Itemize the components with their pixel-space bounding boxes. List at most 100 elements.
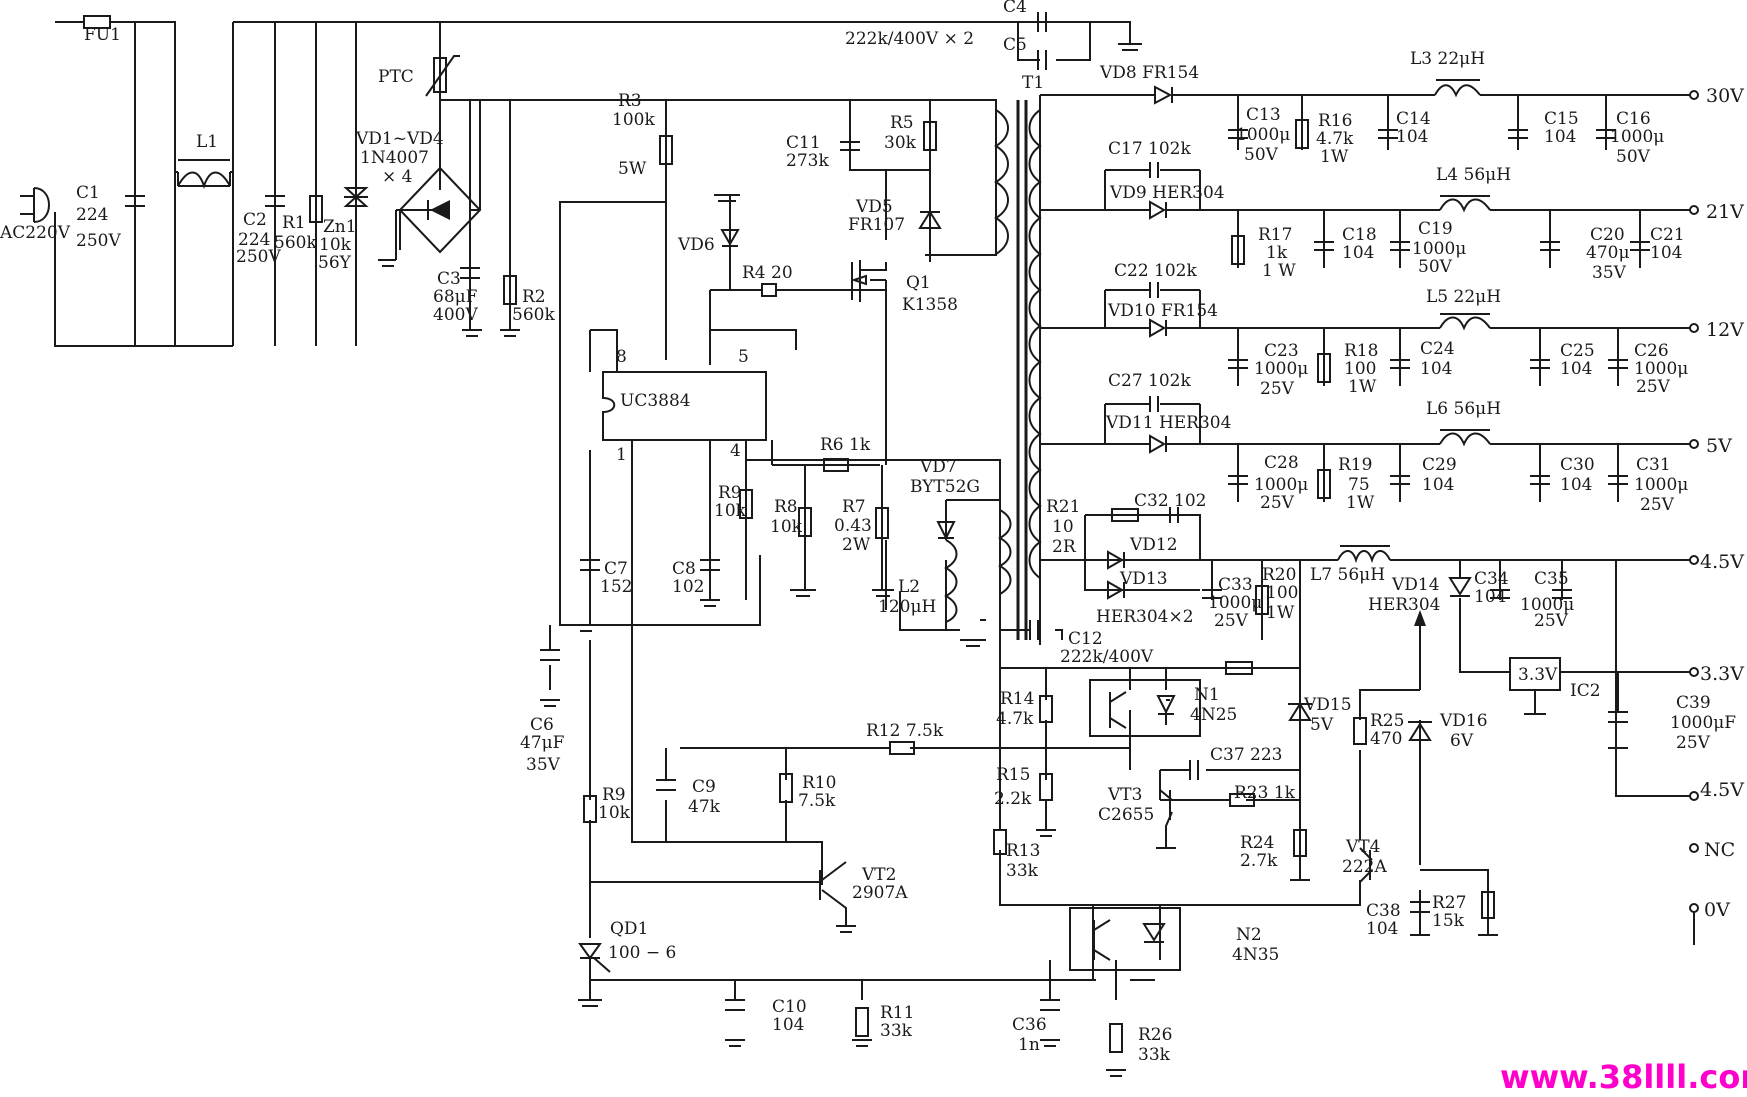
labels-c11b: 273k [786, 151, 829, 171]
labels-c2b: 224 [238, 230, 270, 250]
capacitor-c4 [1037, 12, 1047, 32]
labels-ptc: PTC [378, 67, 414, 87]
labels-znc: 56Y [318, 253, 352, 273]
component-labels: FU1AC220VC1224250VL1C2224250VR1560kZn110… [0, 0, 1736, 1065]
labels-l2a: L2 [898, 577, 920, 597]
labels-c9b: 47k [688, 797, 721, 817]
labels-r5a: R5 [890, 113, 914, 133]
resistor-r18 [1317, 353, 1331, 383]
labels-r3c: 5W [618, 159, 647, 179]
labels-c16a: C16 [1616, 109, 1651, 129]
labels-c26b: 1000μ [1634, 359, 1688, 379]
winding-secondary [1028, 109, 1042, 579]
capacitor-c27 [1149, 396, 1159, 412]
resistor-r2 [503, 275, 517, 305]
labels-r10b: 7.5k [798, 791, 836, 811]
labels-her2: HER304×2 [1096, 607, 1194, 627]
labels-r4: R4 20 [742, 263, 793, 283]
resistor-r26 [1109, 1023, 1123, 1053]
labels-r19c: 1W [1346, 493, 1375, 513]
labels-c13b: 1000μ [1236, 125, 1290, 145]
labels-c21a: C21 [1650, 225, 1685, 245]
capacitor-c17 [1149, 162, 1159, 178]
labels-q1b: K1358 [902, 295, 958, 315]
labels-t1: T1 [1022, 73, 1044, 93]
labels-c33b: 1000μ [1208, 593, 1262, 613]
output-terminals[interactable] [1689, 90, 1699, 945]
labels-r17c: 1 W [1262, 261, 1296, 281]
resistor-r6 [823, 458, 849, 472]
resistor-r4 [761, 283, 777, 297]
labels-vd7b: BYT52G [910, 477, 980, 497]
labels-c28c: 25V [1260, 493, 1295, 513]
capacitor-c3 [460, 267, 480, 279]
labels-r17a: R17 [1258, 225, 1292, 245]
labels-c18b: 104 [1342, 243, 1374, 263]
outputs-v30: 30V [1706, 85, 1744, 107]
labels-vt2a: VT2 [861, 865, 896, 885]
labels-c24b: 104 [1420, 359, 1452, 379]
labels-c36a: C36 [1012, 1015, 1047, 1035]
labels-l5: L5 22μH [1426, 287, 1501, 307]
resistor-r5 [923, 121, 937, 151]
labels-c39a: C39 [1676, 693, 1711, 713]
labels-c1b: 224 [76, 205, 108, 225]
diode-vd6 [720, 229, 740, 247]
labels-r6: R6 1k [820, 435, 871, 455]
diode-vd5 [918, 210, 942, 229]
labels-r9la: R9 [602, 785, 626, 805]
labels-vd10: VD10 FR154 [1107, 301, 1218, 321]
labels-q1a: Q1 [906, 273, 931, 293]
labels-ic2v: 3.3V [1518, 665, 1558, 685]
labels-r8b: 10k [770, 517, 803, 537]
labels-r3a: R3 [618, 91, 642, 111]
labels-p5: 5 [738, 347, 749, 367]
outputs-v33: 3.3V [1700, 663, 1744, 685]
labels-r7a: R7 [842, 497, 866, 517]
resistor-r17 [1231, 235, 1245, 265]
labels-c23c: 25V [1260, 379, 1295, 399]
labels-c22: C22 102k [1114, 261, 1197, 281]
fuse-fu1 [83, 15, 111, 29]
labels-c19b: 1000μ [1412, 239, 1466, 259]
labels-c38b: 104 [1366, 919, 1398, 939]
labels-c6b: 47μF [520, 733, 565, 753]
labels-c19c: 50V [1418, 257, 1453, 277]
outputs-v45b: 4.5V [1700, 779, 1744, 801]
resistor-r11 [855, 1007, 869, 1037]
labels-vd5a: VD5 [855, 197, 893, 217]
varistor-zn1 [343, 187, 369, 207]
capacitor-c7 [580, 559, 600, 571]
labels-r23: R23 1k [1234, 783, 1296, 803]
labels-r9lb: 10k [598, 803, 631, 823]
resistor-r1 [309, 195, 323, 223]
labels-c20a: C20 [1590, 225, 1625, 245]
labels-c1a: C1 [76, 183, 100, 203]
resistor-r7 [875, 507, 889, 539]
capacitor-c2 [265, 195, 285, 207]
ic-uc3884 [602, 371, 767, 441]
labels-c38a: C38 [1366, 901, 1401, 921]
labels-c39b: 1000μF [1670, 713, 1736, 733]
labels-r26a: R26 [1138, 1025, 1172, 1045]
resistor-r13 [993, 829, 1007, 855]
resistor-r16 [1295, 119, 1309, 149]
labels-c10a: C10 [772, 997, 807, 1017]
labels-c27: C27 102k [1108, 371, 1191, 391]
labels-vd16a: VD16 [1439, 711, 1488, 731]
labels-c19a: C19 [1418, 219, 1453, 239]
labels-vd15a: VD15 [1303, 695, 1352, 715]
labels-c39c: 25V [1676, 733, 1711, 753]
labels-c25a: C25 [1560, 341, 1595, 361]
inductor-l6 [1439, 429, 1491, 447]
labels-r13a: R13 [1006, 841, 1040, 861]
labels-c13a: C13 [1246, 105, 1281, 125]
winding-primary [994, 109, 1009, 255]
outputs-v5: 5V [1706, 435, 1732, 457]
labels-r27a: R27 [1432, 893, 1466, 913]
ground-icon [1118, 22, 1142, 51]
optocoupler-n1 [1089, 679, 1201, 737]
resistor-r25 [1353, 717, 1367, 745]
labels-r7c: 2W [842, 535, 871, 555]
labels-r9ub: 10k [714, 501, 747, 521]
